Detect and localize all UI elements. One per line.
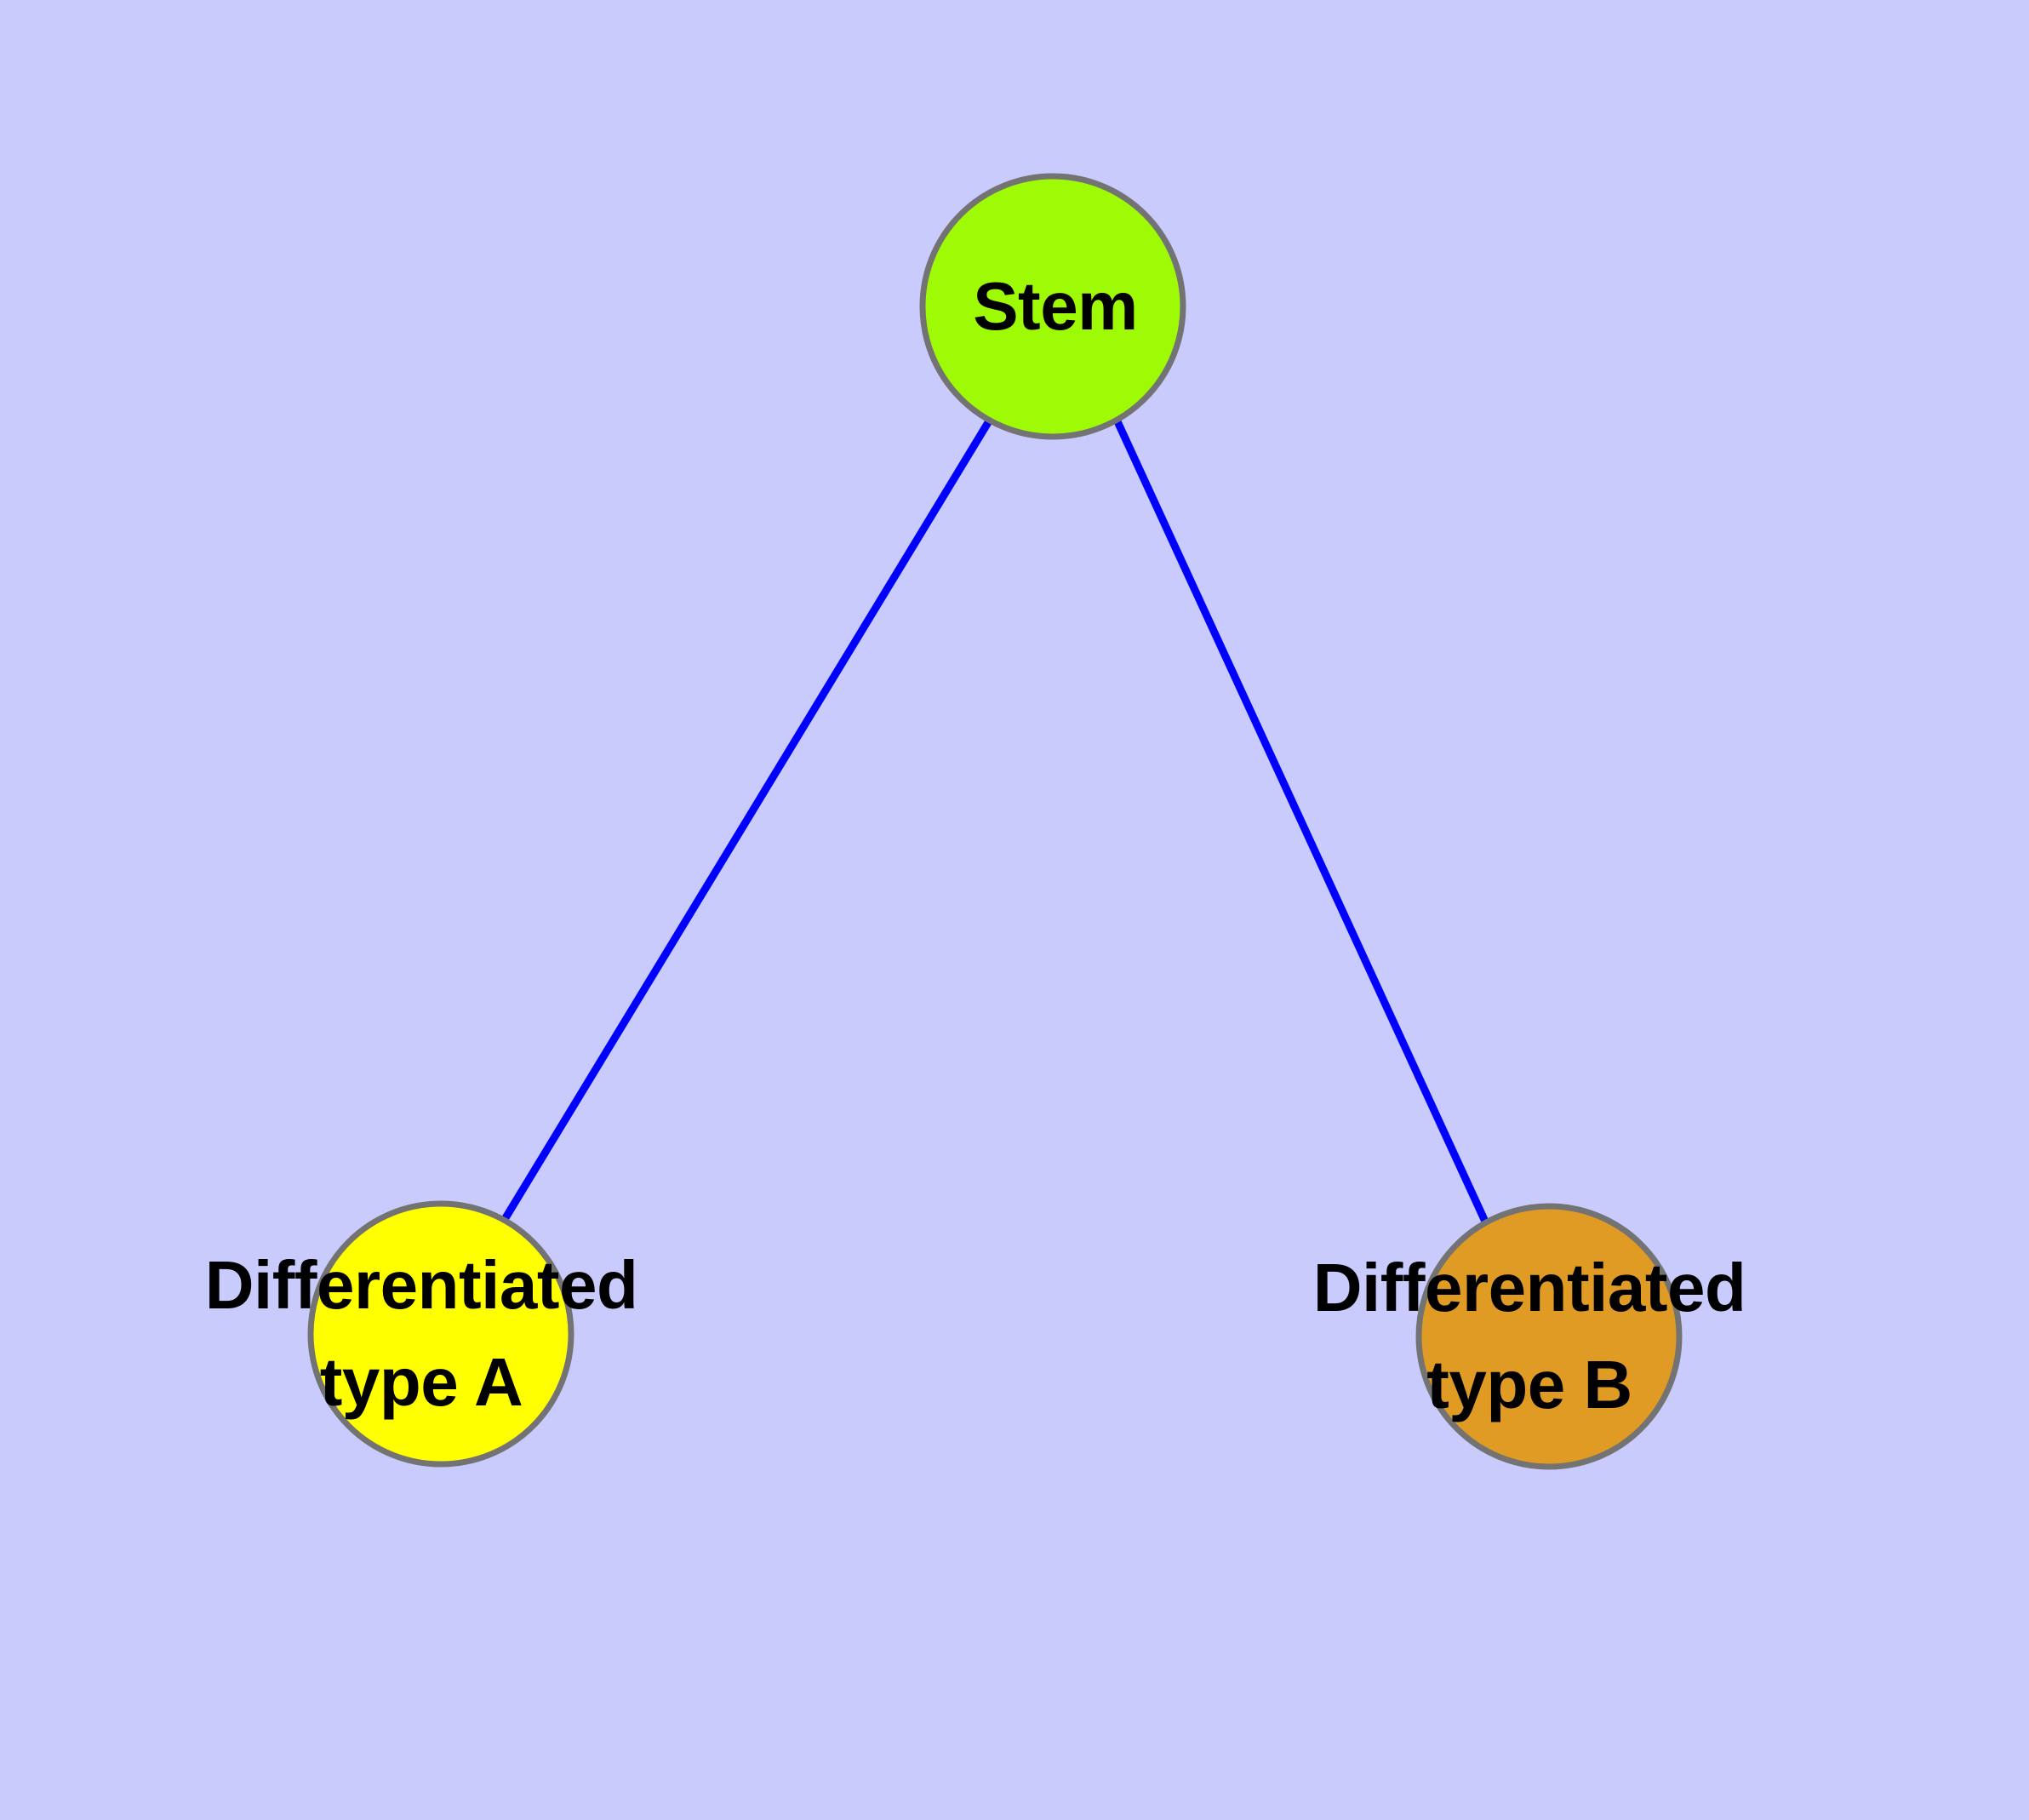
edge-layer bbox=[500, 417, 1490, 1225]
edge-stem-to-diff-a[interactable] bbox=[500, 417, 993, 1223]
node-layer bbox=[307, 173, 1683, 1470]
edge-stem-to-diff-b[interactable] bbox=[1112, 418, 1490, 1225]
node-diff-b-circle[interactable] bbox=[1415, 1203, 1683, 1470]
node-diff-a-circle[interactable] bbox=[307, 1200, 574, 1468]
node-stem-circle[interactable] bbox=[919, 173, 1186, 440]
